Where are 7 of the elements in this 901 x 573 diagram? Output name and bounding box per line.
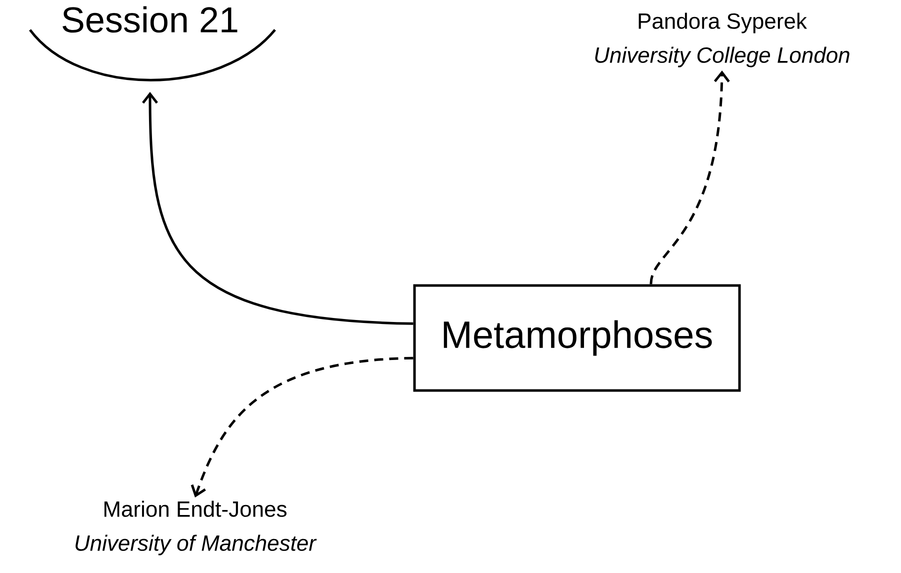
arrow [142,92,414,325]
speaker-label: Pandora Syperek University College London [595,12,850,68]
arrow [190,356,414,498]
arrow [650,70,730,284]
session-heading: Session 21 [29,6,276,82]
process-box: Metamorphoses [413,284,741,392]
speaker-label: Marion Endt-Jones University of Manchester [76,500,317,556]
